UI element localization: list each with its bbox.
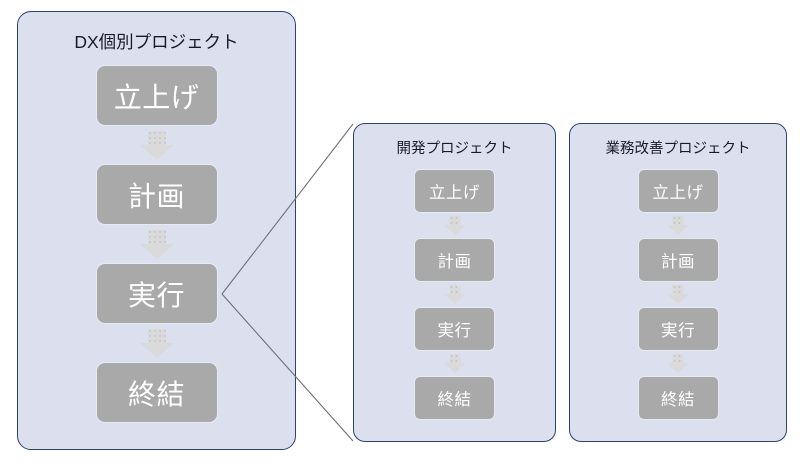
node-phase-closing[interactable]: 終結 [414, 376, 495, 420]
flow-business-improvement-project: 立上げ 計画 実行 終結 [637, 169, 719, 420]
arrow-shaft [449, 285, 460, 295]
node-phase-initiation[interactable]: 立上げ [637, 169, 719, 213]
arrow-head [139, 343, 174, 358]
panel-title-dx-individual-project: DX個別プロジェクト [74, 32, 239, 52]
arrow-shaft [672, 216, 684, 226]
arrow-down-icon [139, 131, 174, 160]
arrow-down-icon [139, 230, 174, 259]
node-phase-initiation[interactable]: 立上げ [414, 169, 495, 213]
node-phase-execution[interactable]: 実行 [95, 263, 218, 324]
panel-title-development-project: 開発プロジェクト [396, 141, 513, 157]
node-phase-execution[interactable]: 実行 [637, 307, 719, 351]
arrow-down-icon [667, 285, 689, 304]
node-phase-planning[interactable]: 計画 [637, 238, 719, 282]
flow-development-project: 立上げ 計画 実行 終結 [414, 169, 495, 420]
arrow-shaft [147, 131, 166, 146]
panel-business-improvement-project[interactable]: 業務改善プロジェクト 立上げ 計画 実行 終結 [569, 123, 787, 442]
arrow-down-icon [443, 216, 466, 235]
arrow-head [139, 244, 174, 259]
arrow-head [443, 363, 466, 373]
arrow-shaft [147, 329, 166, 344]
node-phase-planning[interactable]: 計画 [95, 164, 218, 225]
arrow-down-icon [443, 354, 466, 373]
arrow-down-icon [667, 354, 689, 373]
node-phase-closing[interactable]: 終結 [95, 362, 218, 423]
arrow-head [139, 145, 174, 160]
flow-dx-individual-project: 立上げ 計画 実行 終結 [95, 65, 218, 423]
arrow-head [667, 225, 689, 235]
arrow-down-icon [667, 216, 689, 235]
arrow-shaft [672, 354, 684, 364]
node-phase-planning[interactable]: 計画 [414, 238, 495, 282]
arrow-shaft [147, 230, 166, 245]
arrow-head [443, 225, 466, 235]
arrow-head [667, 294, 689, 304]
panel-development-project[interactable]: 開発プロジェクト 立上げ 計画 実行 終結 [353, 123, 556, 442]
arrow-down-icon [443, 285, 466, 304]
arrow-shaft [449, 354, 460, 364]
panel-dx-individual-project[interactable]: DX個別プロジェクト 立上げ 計画 実行 終結 [17, 11, 296, 450]
node-phase-closing[interactable]: 終結 [637, 376, 719, 420]
node-phase-initiation[interactable]: 立上げ [95, 65, 218, 126]
arrow-head [443, 294, 466, 304]
arrow-head [667, 363, 689, 373]
panel-title-business-improvement-project: 業務改善プロジェクト [605, 141, 751, 157]
node-phase-execution[interactable]: 実行 [414, 307, 495, 351]
arrow-down-icon [139, 329, 174, 358]
arrow-shaft [449, 216, 460, 226]
arrow-shaft [672, 285, 684, 295]
